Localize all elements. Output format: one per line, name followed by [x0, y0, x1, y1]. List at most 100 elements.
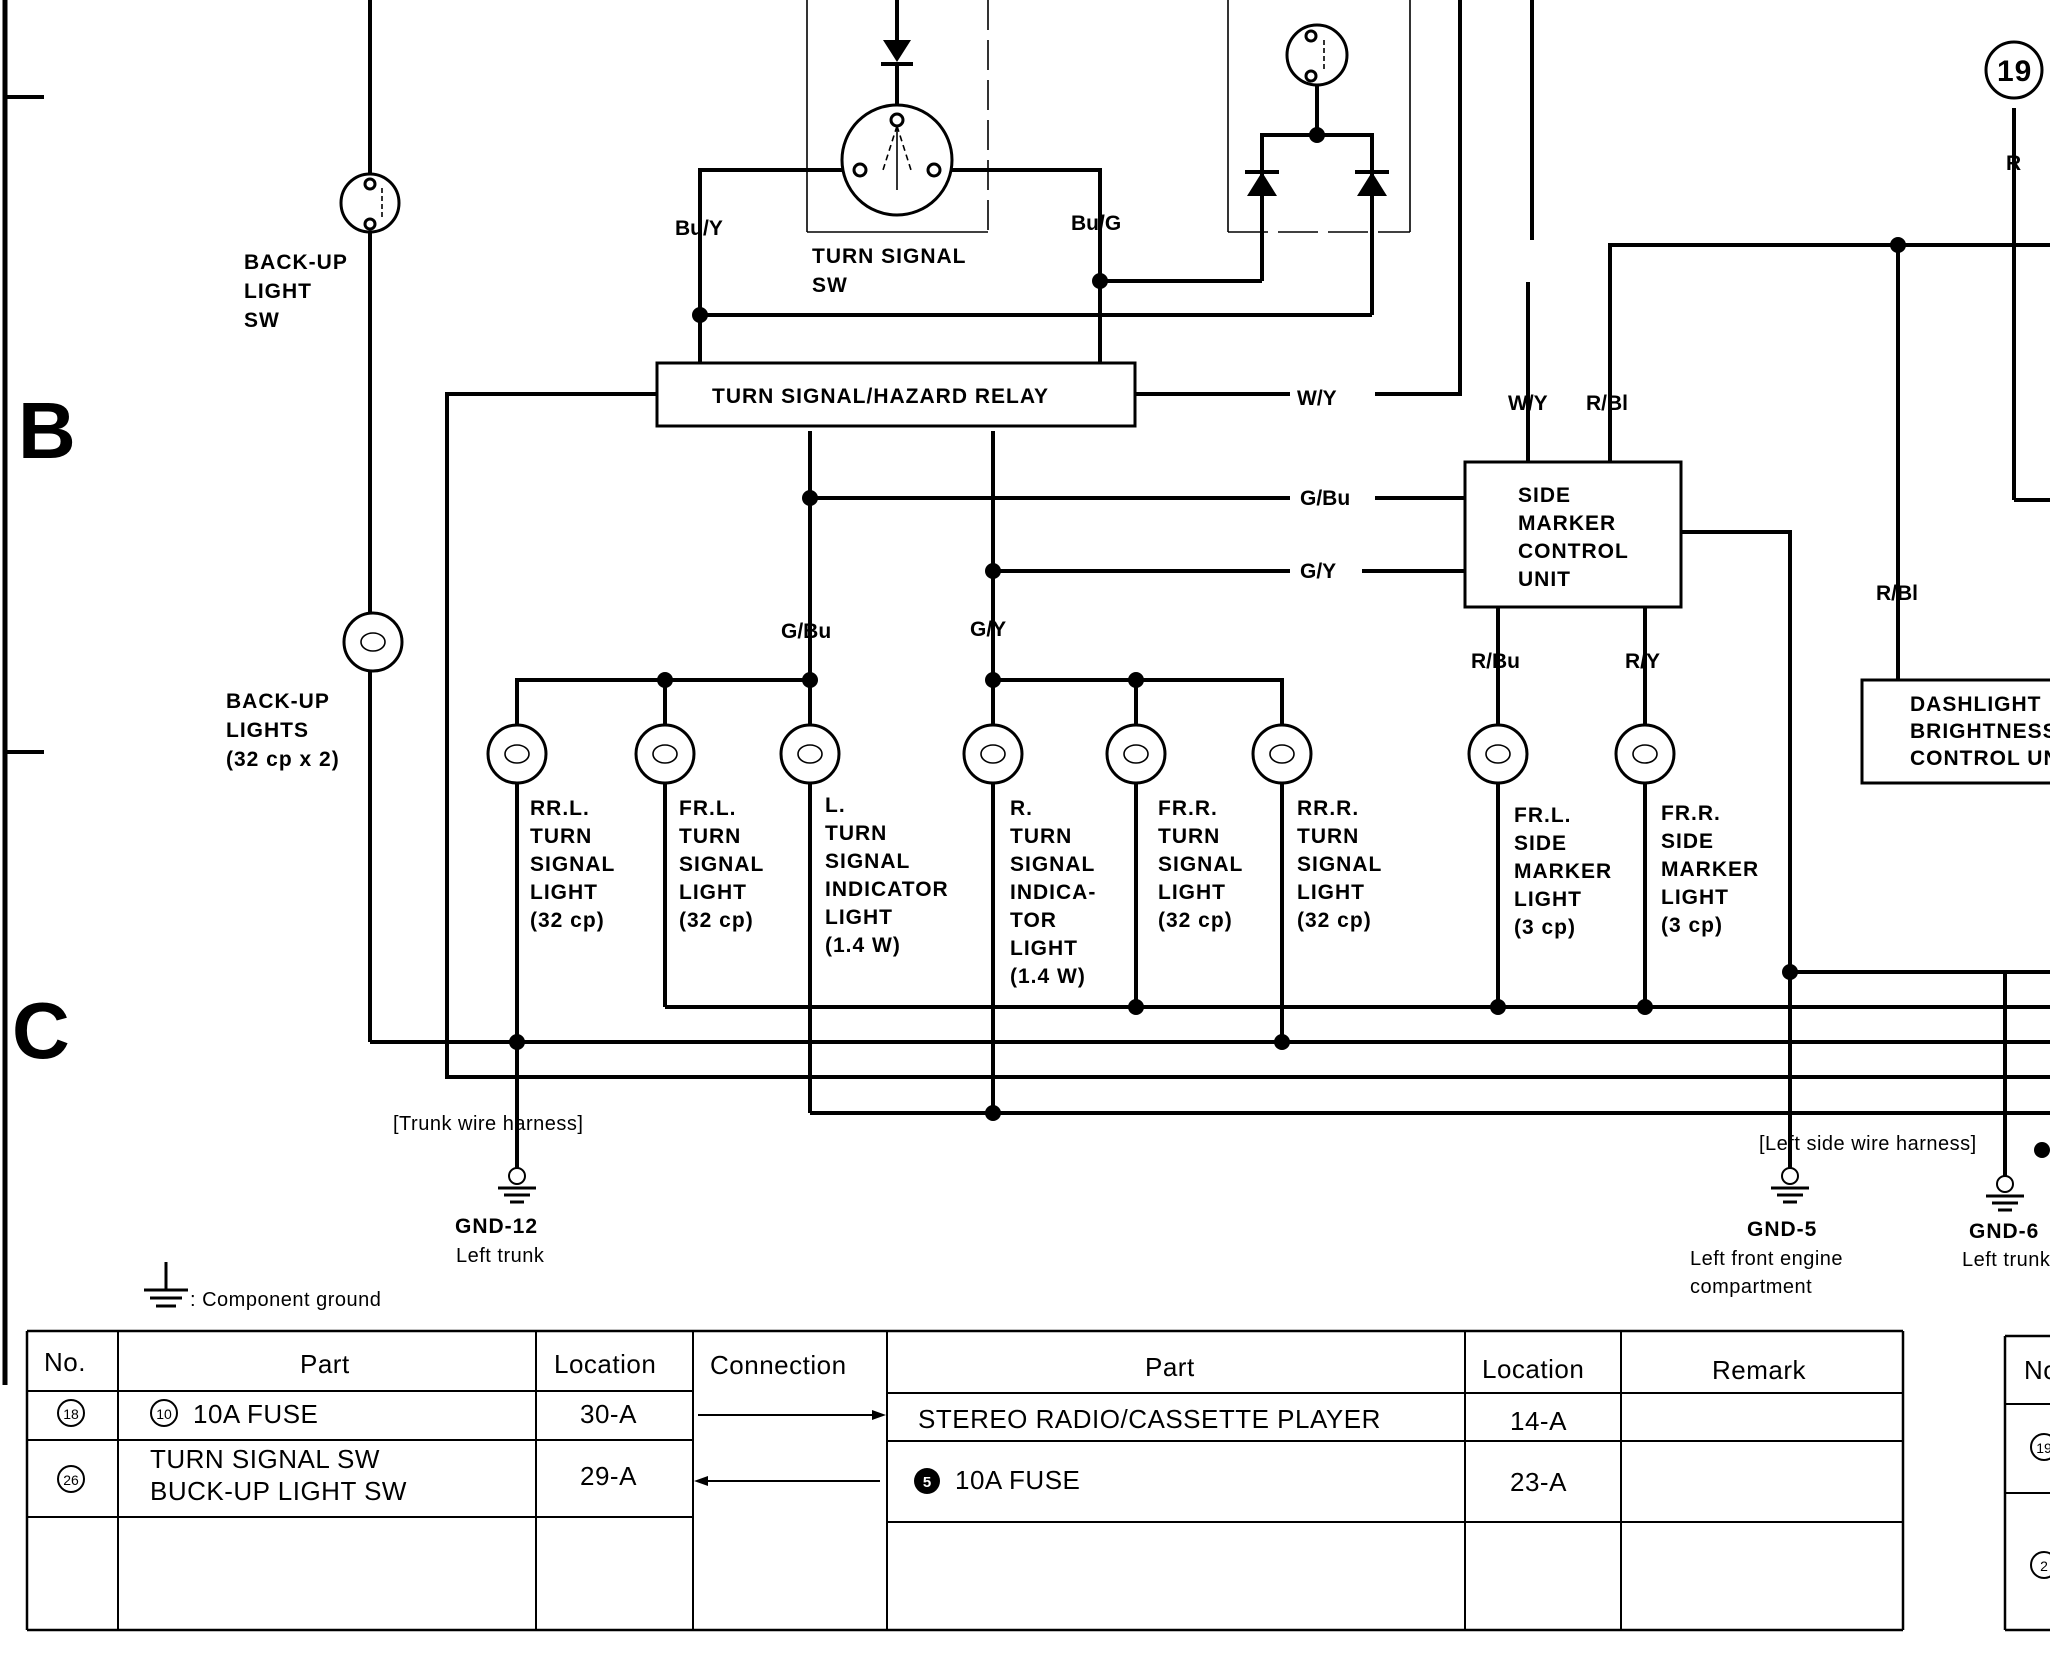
lamp-label-fr-r-side-marker: FR.R. SIDE MARKER LIGHT (3 cp) [1661, 802, 1759, 937]
side-badge-2 [2030, 1551, 2050, 1579]
row-no-badge: 18 [63, 1406, 79, 1422]
lamp-label-line: TOR [1010, 909, 1057, 932]
lamp-label-line: SIGNAL [1010, 853, 1095, 876]
table-row-18: 18 10 10A FUSE 30-A STEREO RADIO/CASSETT… [57, 1399, 1567, 1436]
row-location2: 14-A [1510, 1406, 1567, 1436]
lamp-label-line: TURN [1297, 825, 1359, 848]
lamp-label-line: R. [1010, 797, 1033, 820]
legend-ground-symbol [144, 1262, 188, 1308]
wires [368, 0, 2050, 1178]
table-row-26: 26 TURN SIGNAL SW BUCK-UP LIGHT SW 29-A … [57, 1444, 1567, 1506]
lamp-label-line: SIGNAL [530, 853, 615, 876]
table-header-location: Location [554, 1349, 656, 1379]
ground-symbol-gnd6 [1986, 1175, 2024, 1212]
lamp-label-line: SIDE [1514, 832, 1567, 855]
wire-label-r-bu: R/Bu [1471, 650, 1520, 673]
lamp-label-line: LIGHT [825, 906, 893, 929]
lamp-label-line: TURN [679, 825, 741, 848]
row-location2: 23-A [1510, 1467, 1567, 1497]
backup-light-switch [339, 172, 401, 234]
connection-table [25, 1329, 2050, 1632]
lamp-label-line: SIGNAL [1158, 853, 1243, 876]
lamp-fr-r [1105, 723, 1167, 785]
lamp-label-line: (3 cp) [1661, 914, 1723, 937]
lamp-label-line: (3 cp) [1514, 916, 1576, 939]
lamp-label-rr-l: RR.L. TURN SIGNAL LIGHT (32 cp) [530, 797, 615, 932]
side-marker-unit-box [1463, 460, 1683, 609]
lamp-fr-l [634, 723, 696, 785]
lamp-label-line: FR.R. [1158, 797, 1218, 820]
side-marker-unit-label: SIDE MARKER CONTROL UNIT [1518, 484, 1635, 591]
ground-desc-gnd5: Left front engine compartment [1690, 1248, 1849, 1298]
lamp-r-indicator [962, 723, 1024, 785]
wire-label-g-y: G/Y [970, 618, 1006, 641]
lamp-rr-r [1251, 723, 1313, 785]
lamp-label-line: INDICA- [1010, 881, 1096, 904]
junction-dots [509, 127, 2050, 1158]
lamp-label-line: LIGHT [530, 881, 598, 904]
lamp-label-line: TURN [825, 822, 887, 845]
lamp-label-line: FR.L. [679, 797, 737, 820]
table-header-remark: Remark [1712, 1355, 1807, 1385]
ground-desc-gnd6: Left trunk [1962, 1249, 2050, 1271]
wire-label-r: R [2006, 152, 2021, 175]
row-location: 30-A [580, 1399, 637, 1429]
lamp-label-rr-r: RR.R. TURN SIGNAL LIGHT (32 cp) [1297, 797, 1382, 932]
row-part: TURN SIGNAL SW [150, 1444, 380, 1474]
row-no-badge: 26 [63, 1472, 79, 1488]
row-part: 10A FUSE [193, 1399, 318, 1429]
part2-badge-5: 5 [923, 1474, 931, 1491]
lamp-label-line: (32 cp) [679, 909, 754, 932]
wire-label-r-bl-unit: R/Bl [1586, 392, 1628, 415]
ground-id-gnd6: GND-6 [1969, 1220, 2039, 1243]
lamp-label-line: (32 cp) [530, 909, 605, 932]
wire-label-bu-y: Bu/Y [675, 217, 723, 240]
hazard-switch [1285, 23, 1349, 87]
table-header-part: Part [300, 1349, 350, 1379]
lamp-label-line: (1.4 W) [1010, 965, 1086, 988]
turn-signal-sw-label: TURN SIGNAL SW [812, 245, 973, 297]
wire-label-g-bu-unit: G/Bu [1300, 487, 1350, 510]
dashlight-unit-label: DASHLIGHT BRIGHTNESS CONTROL UNIT [1910, 693, 2050, 770]
lamp-label-line: LIGHT [1297, 881, 1365, 904]
relay-label: TURN SIGNAL/HAZARD RELAY [712, 385, 1049, 408]
lamp-label-line: SIDE [1661, 830, 1714, 853]
lamp-label-line: L. [825, 794, 846, 817]
lamp-symbols [486, 723, 1676, 785]
lamp-label-line: (32 cp) [1158, 909, 1233, 932]
relay-box [655, 361, 1137, 428]
lamp-label-line: RR.L. [530, 797, 590, 820]
lamp-label-line: SIGNAL [825, 850, 910, 873]
backup-lights-lamp [342, 611, 404, 673]
side-badge-19 [2030, 1433, 2050, 1461]
harness-left-side: [Left side wire harness] [1759, 1133, 1977, 1155]
lamp-label-line: LIGHT [1514, 888, 1582, 911]
ground-symbol-gnd12 [498, 1167, 536, 1204]
table-header-no: No. [44, 1347, 86, 1377]
wire-label-r-bl-dash: R/Bl [1876, 582, 1918, 605]
lamp-label-line: LIGHT [1661, 886, 1729, 909]
lamp-label-line: SIGNAL [1297, 853, 1382, 876]
lamp-rr-l [486, 723, 548, 785]
part-badge-10: 10 [156, 1406, 172, 1422]
lamp-label-line: TURN [1158, 825, 1220, 848]
row-location: 29-A [580, 1461, 637, 1491]
ground-symbol-gnd5 [1771, 1167, 1809, 1204]
wire-label-w-y-unit: W/Y [1508, 392, 1548, 415]
lamp-fr-r-side-marker [1614, 723, 1676, 785]
table-header-location2: Location [1482, 1354, 1584, 1384]
ground-symbols [144, 1167, 2024, 1308]
lamp-label-line: RR.R. [1297, 797, 1359, 820]
lamp-label-line: FR.R. [1661, 802, 1721, 825]
wire-label-g-y-unit: G/Y [1300, 560, 1336, 583]
lamp-label-line: TURN [530, 825, 592, 848]
lamp-label-line: MARKER [1661, 858, 1759, 881]
lamp-label-line: (32 cp) [1297, 909, 1372, 932]
diode-symbols [881, 40, 1389, 196]
